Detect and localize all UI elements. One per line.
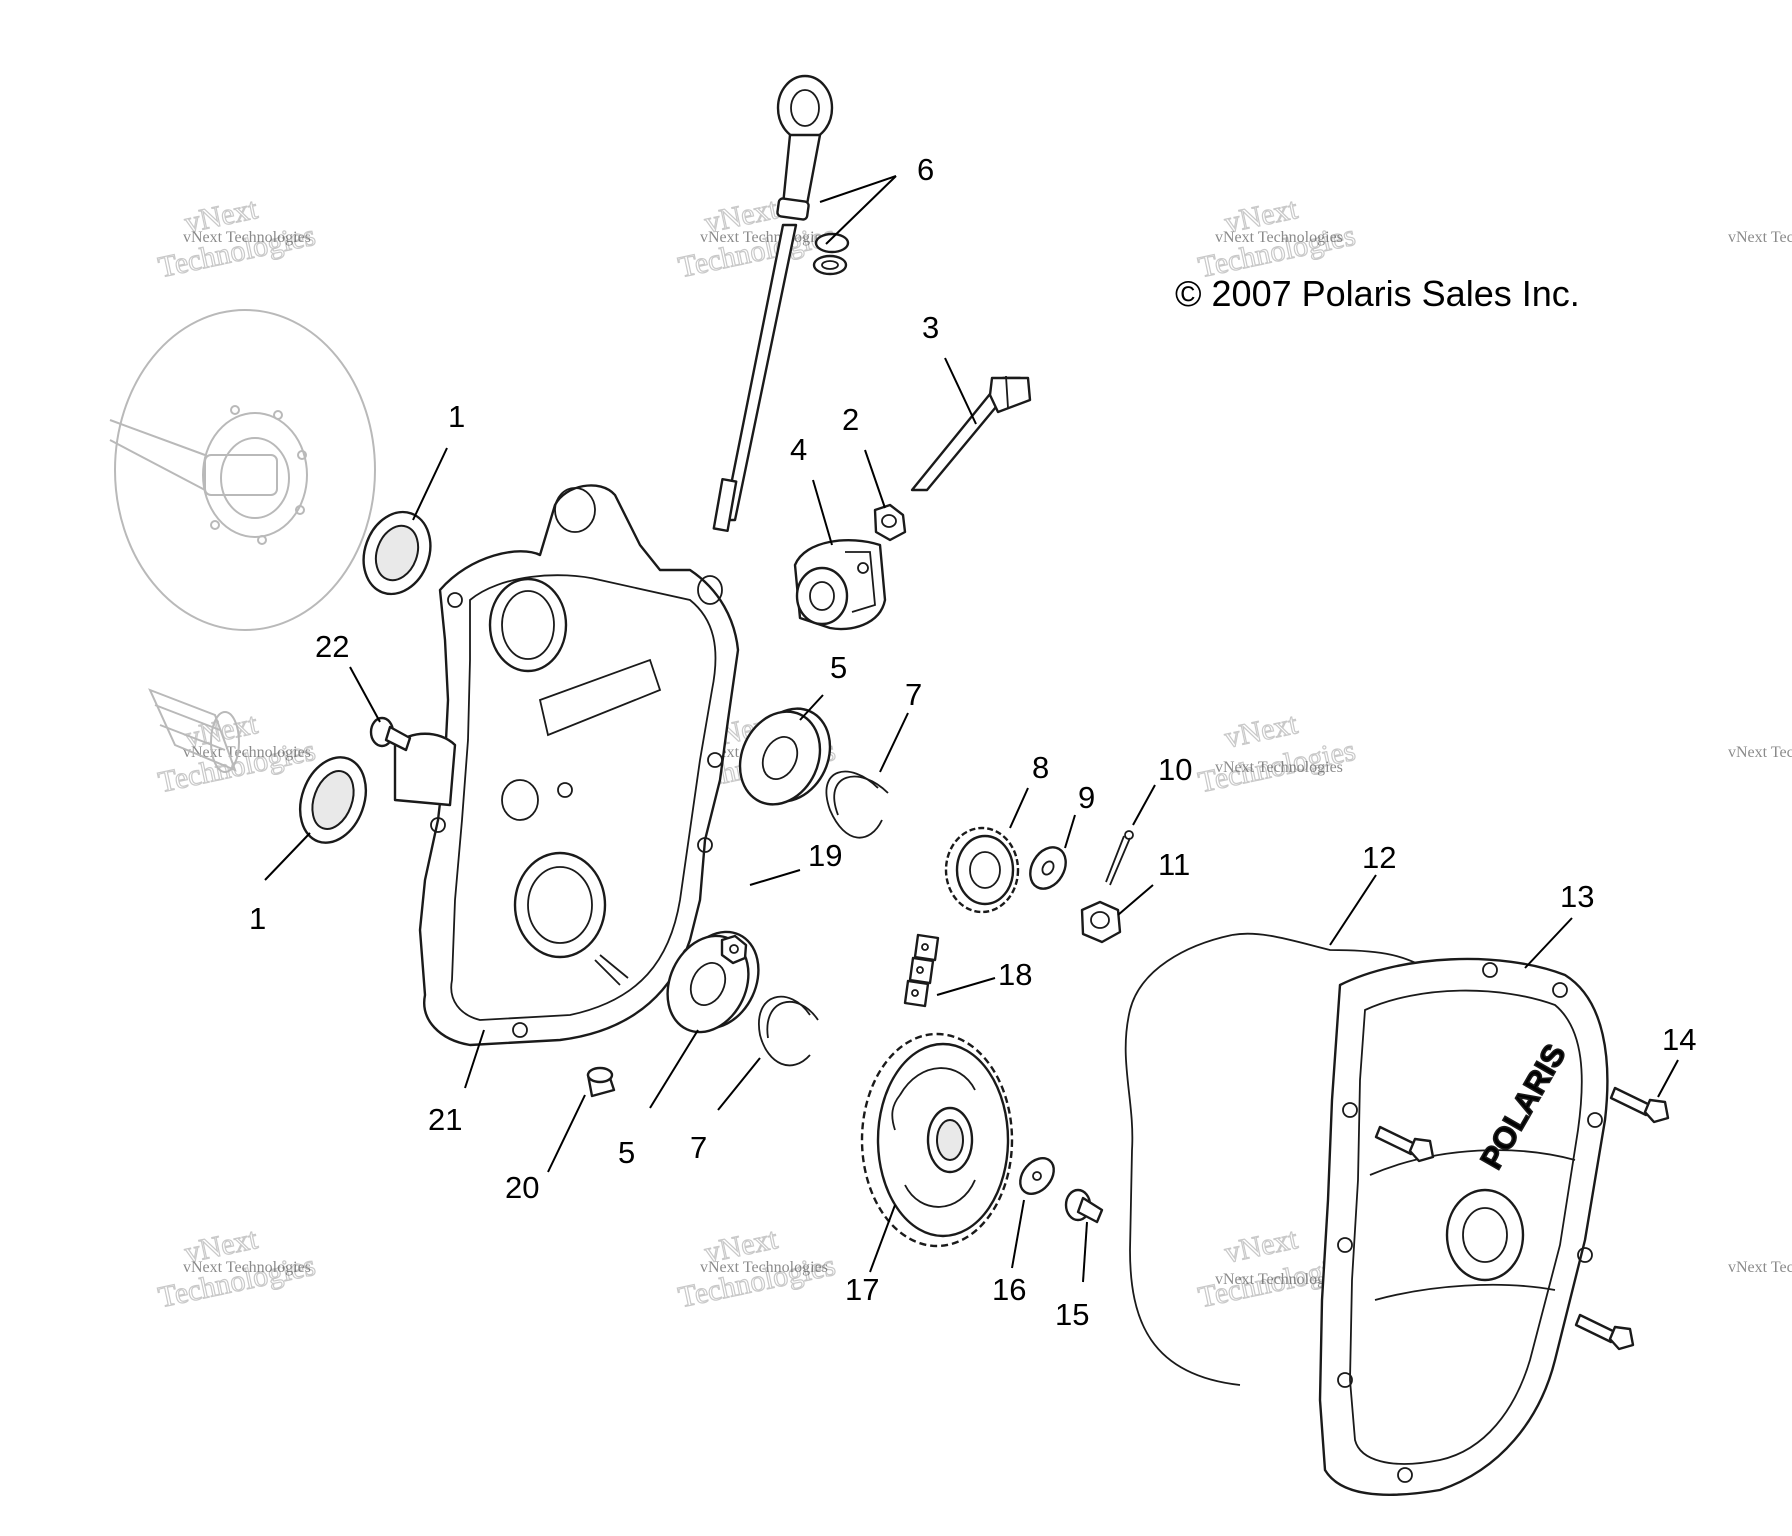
watermark-small: vNext Technologies <box>700 1259 828 1276</box>
callout-18: 18 <box>998 957 1032 992</box>
cover-bolt[interactable] <box>1374 1125 1435 1163</box>
small-nut[interactable] <box>720 934 748 965</box>
dipstick[interactable] <box>712 74 834 533</box>
ghost-clutch-disc <box>109 309 376 631</box>
callout-20: 20 <box>505 1170 539 1205</box>
washer[interactable] <box>1023 841 1073 895</box>
callout-12: 12 <box>1362 840 1396 875</box>
lower-snap-ring[interactable] <box>758 996 819 1067</box>
watermark-small: vNext Technologies <box>183 229 311 246</box>
callout-17: 17 <box>845 1272 879 1307</box>
hex-nut[interactable] <box>873 503 907 542</box>
callout-21: 21 <box>428 1102 462 1137</box>
callout-19: 19 <box>808 838 842 873</box>
watermark-small: vNext Technologies <box>183 1259 311 1276</box>
driven-gear[interactable] <box>860 1032 1014 1248</box>
watermark-small: vNext Technologies <box>1215 229 1343 246</box>
callout-16: 16 <box>992 1272 1026 1307</box>
callout-22: 22 <box>315 629 349 664</box>
long-bolt[interactable] <box>910 375 1032 492</box>
callout-15: 15 <box>1055 1297 1089 1332</box>
drive-sprocket[interactable] <box>944 826 1020 914</box>
flat-washer[interactable] <box>1013 1152 1060 1201</box>
watermark-small: vNext Technologies <box>1728 229 1792 246</box>
watermark-small: vNext Technologies <box>1215 1271 1343 1288</box>
watermark-small: vNext Technologies <box>1215 759 1343 776</box>
drive-chain[interactable] <box>903 933 940 1008</box>
callout-5: 5 <box>618 1135 635 1170</box>
callout-1: 1 <box>249 901 266 936</box>
cover-gasket[interactable] <box>1124 932 1421 1386</box>
dipstick-o-rings[interactable] <box>812 232 850 276</box>
watermark: vNext Technologies <box>1195 706 1359 799</box>
cover-bolt[interactable] <box>1609 1086 1670 1124</box>
callout-5: 5 <box>830 650 847 685</box>
flange-bolt[interactable] <box>1064 1188 1104 1224</box>
callout-14: 14 <box>1662 1022 1696 1057</box>
chain-tensioner[interactable] <box>793 539 887 631</box>
copyright-notice: © 2007 Polaris Sales Inc. <box>1175 273 1580 314</box>
upper-snap-ring[interactable] <box>825 770 889 839</box>
callout-1: 1 <box>448 399 465 434</box>
drain-plug[interactable] <box>586 1066 616 1098</box>
callout-7: 7 <box>690 1130 707 1165</box>
callout-13: 13 <box>1560 879 1594 914</box>
callout-4: 4 <box>790 432 807 467</box>
upper-seal[interactable] <box>353 503 442 604</box>
callout-6: 6 <box>917 152 934 187</box>
leader-lines <box>264 175 1679 1283</box>
callout-9: 9 <box>1078 780 1095 815</box>
watermark-small: vNext Technologies <box>1728 1259 1792 1276</box>
watermark-small: vNext Technologies <box>183 744 311 761</box>
short-bolt[interactable] <box>369 716 412 752</box>
ghost-shaft <box>148 688 240 773</box>
callout-3: 3 <box>922 310 939 345</box>
callout-11: 11 <box>1158 847 1190 882</box>
chaincase-cover[interactable]: POLARIS <box>1318 957 1609 1497</box>
upper-bearing[interactable] <box>725 695 844 817</box>
castle-nut[interactable] <box>1080 900 1122 944</box>
cotter-pin[interactable] <box>1105 830 1134 886</box>
lower-seal[interactable] <box>289 748 377 852</box>
chaincase-housing[interactable] <box>393 484 740 1047</box>
cover-bolt[interactable] <box>1574 1313 1635 1351</box>
cover-bolts[interactable] <box>1374 1086 1670 1351</box>
callout-8: 8 <box>1032 750 1049 785</box>
callout-10: 10 <box>1158 752 1192 787</box>
callout-2: 2 <box>842 402 859 437</box>
watermark-small: vNext Technologies <box>1728 744 1792 761</box>
watermark-small: vNext Technologies <box>700 229 828 246</box>
callout-7: 7 <box>905 677 922 712</box>
callout-labels: 1 1 2 3 4 5 5 6 7 7 8 9 10 11 12 13 14 1… <box>249 152 1696 1332</box>
